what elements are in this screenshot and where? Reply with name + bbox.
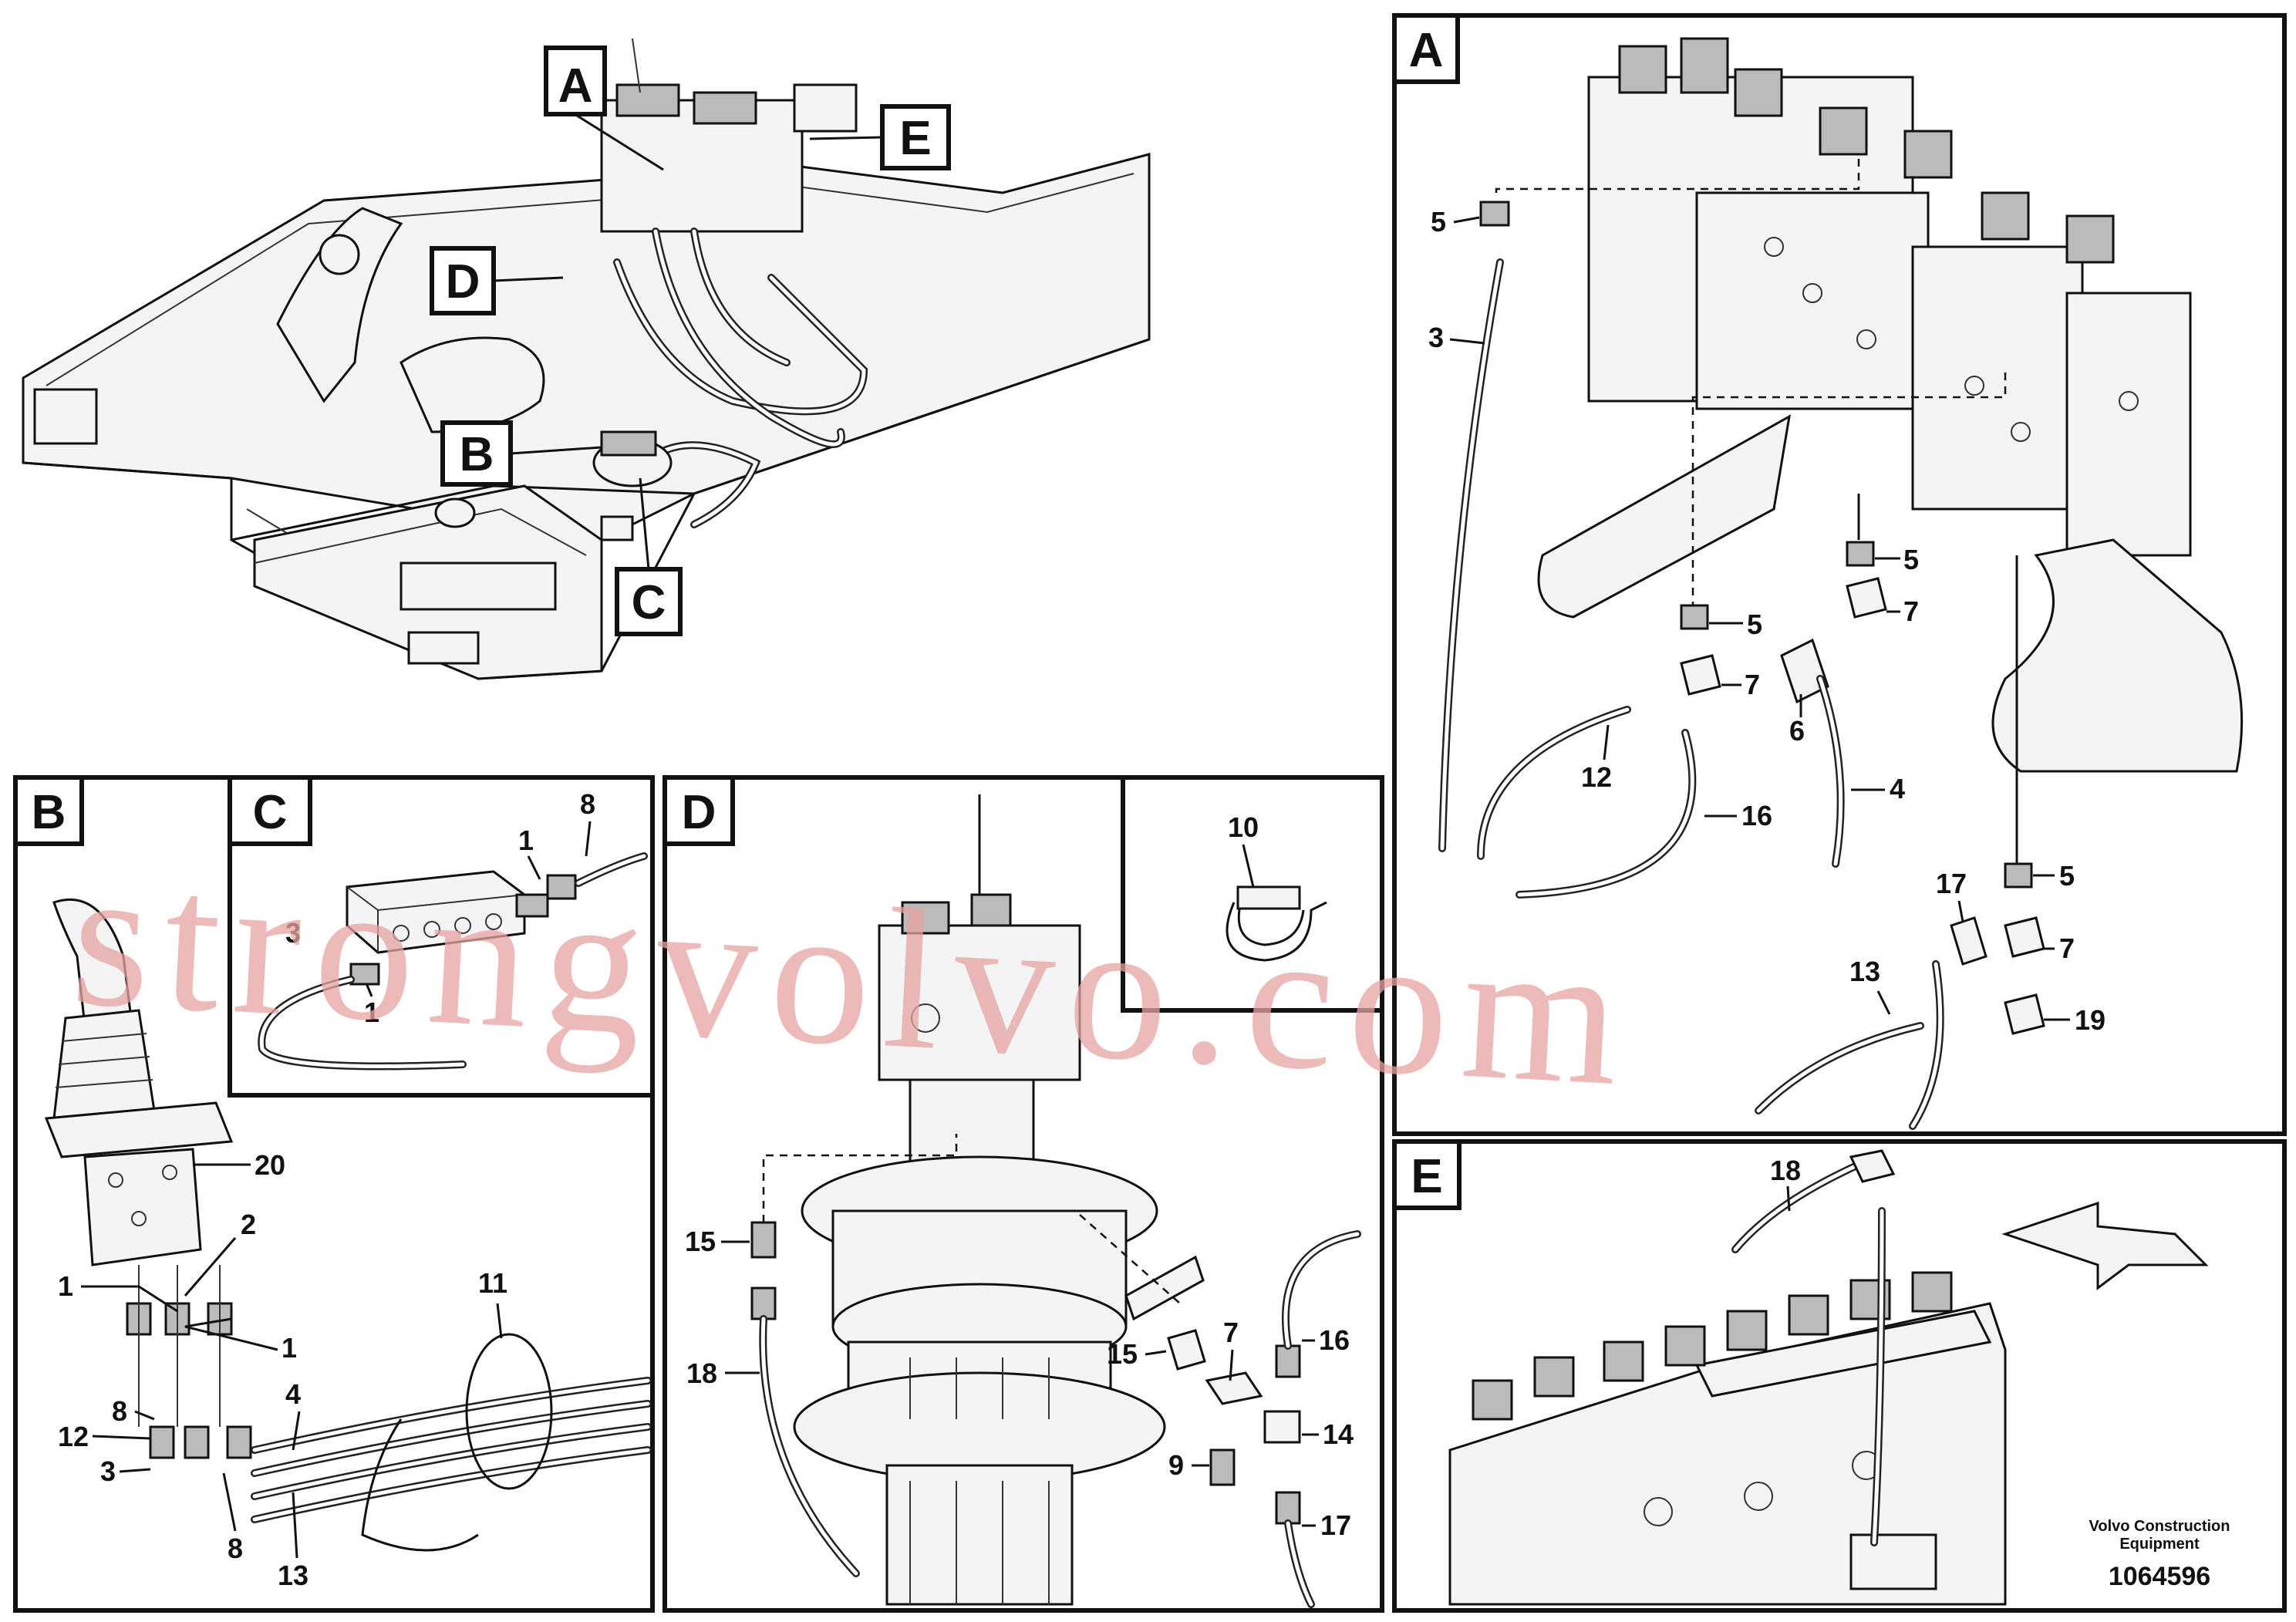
svg-text:E: E <box>1411 1150 1442 1203</box>
panel-a-callouts: 5 3 5 7 5 7 6 12 16 4 5 17 7 13 19 <box>1428 206 2106 1036</box>
overview-frame-illustration <box>22 38 1151 680</box>
svg-text:D: D <box>682 786 716 839</box>
callout-15: 15 <box>1107 1338 1138 1370</box>
callout-5: 5 <box>1747 609 1762 640</box>
panel-clip-callouts: 10 <box>1228 811 1259 888</box>
callout-3: 3 <box>100 1455 116 1487</box>
callout-8: 8 <box>112 1395 127 1427</box>
svg-text:C: C <box>253 786 288 839</box>
panel-d-callouts: 15 18 15 7 16 14 9 17 <box>685 1226 1354 1541</box>
svg-text:Volvo Construction: Volvo Construction <box>2089 1518 2230 1535</box>
svg-text:E: E <box>899 112 931 165</box>
panel-c-callouts: 8 1 3 1 <box>285 788 595 1028</box>
callout-1: 1 <box>364 996 379 1028</box>
leader-dashed <box>1495 154 1860 193</box>
callout-19: 19 <box>2075 1004 2106 1036</box>
callout-1: 1 <box>518 824 534 856</box>
callout-8: 8 <box>228 1533 243 1564</box>
callout-5: 5 <box>1431 206 1446 238</box>
callout-12: 12 <box>58 1421 89 1452</box>
panel-e-tag[interactable]: E <box>1392 1139 1462 1210</box>
leader-line <box>809 136 883 140</box>
leader-line <box>639 477 650 570</box>
panel-e-callouts: 18 <box>1770 1155 1801 1212</box>
panel-d-tag[interactable]: D <box>663 775 735 846</box>
leader-line <box>493 276 564 282</box>
overview-tag-a[interactable]: A <box>544 46 607 116</box>
callout-11: 11 <box>478 1267 507 1299</box>
callout-7: 7 <box>1903 595 1919 627</box>
callout-17: 17 <box>1320 1509 1351 1541</box>
callout-9: 9 <box>1168 1449 1184 1481</box>
callout-15: 15 <box>685 1226 716 1257</box>
panel-a-hoses <box>1438 258 1944 1130</box>
callout-3: 3 <box>1428 322 1444 353</box>
callout-6: 6 <box>1789 715 1805 747</box>
callout-18: 18 <box>686 1357 717 1389</box>
leader-line <box>510 446 602 455</box>
panel-a-tag[interactable]: A <box>1392 13 1460 84</box>
overview-tag-c[interactable]: C <box>615 567 683 636</box>
callout-20: 20 <box>255 1149 285 1181</box>
panel-b-tag[interactable]: B <box>13 775 84 846</box>
drawing-number: 1064596 <box>2109 1562 2210 1591</box>
callout-1: 1 <box>58 1270 73 1302</box>
callout-18: 18 <box>1770 1155 1801 1186</box>
svg-text:A: A <box>1409 24 1444 77</box>
callout-14: 14 <box>1323 1418 1354 1450</box>
svg-text:C: C <box>632 576 666 629</box>
callout-8: 8 <box>580 788 595 820</box>
leader-dashed <box>762 1134 958 1222</box>
panel-c-tag[interactable]: C <box>228 775 312 846</box>
panel-d-fittings-hoses <box>750 1221 1361 1608</box>
panel-c-block-illustration <box>258 852 648 1071</box>
callout-4: 4 <box>1890 773 1905 804</box>
callout-10: 10 <box>1228 811 1259 843</box>
svg-text:B: B <box>32 786 66 839</box>
panel-d-swing-motor-illustration <box>793 794 1205 1606</box>
callout-3: 3 <box>285 917 301 949</box>
panel-clip-illustration <box>1226 885 1327 962</box>
leader-dashed <box>1691 370 2007 609</box>
callout-16: 16 <box>1319 1324 1350 1356</box>
callout-17: 17 <box>1936 868 1967 899</box>
overview-tag-e[interactable]: E <box>880 104 951 170</box>
footer-brand: Volvo Construction Equipment 1064596 <box>2089 1518 2230 1591</box>
callout-5: 5 <box>2059 860 2075 892</box>
leader-dashed <box>1079 1214 1181 1304</box>
callout-4: 4 <box>285 1378 301 1410</box>
callout-7: 7 <box>2059 932 2075 964</box>
panel-b-callouts: 20 2 1 1 11 8 4 12 3 8 13 <box>58 1149 507 1591</box>
callout-1: 1 <box>282 1332 297 1364</box>
callout-16: 16 <box>1741 800 1772 831</box>
overview-tag-d[interactable]: D <box>430 246 496 315</box>
callout-7: 7 <box>1223 1317 1239 1348</box>
callout-12: 12 <box>1581 761 1612 793</box>
callout-13: 13 <box>1849 956 1880 987</box>
callout-5: 5 <box>1903 544 1919 575</box>
svg-text:D: D <box>446 255 480 309</box>
panel-a-valve-illustration <box>1537 37 2244 773</box>
overview-tag-b[interactable]: B <box>440 420 513 487</box>
panel-a-fittings <box>1479 201 2045 1035</box>
callout-2: 2 <box>241 1209 256 1240</box>
svg-text:A: A <box>558 59 593 113</box>
callout-13: 13 <box>278 1560 308 1591</box>
callout-7: 7 <box>1745 669 1760 700</box>
leader-line <box>574 113 664 171</box>
svg-text:Equipment: Equipment <box>2119 1536 2200 1553</box>
svg-text:B: B <box>460 428 494 481</box>
panel-b-joystick-illustration <box>44 898 652 1552</box>
panel-e-valve-illustration <box>1448 1149 2209 1606</box>
